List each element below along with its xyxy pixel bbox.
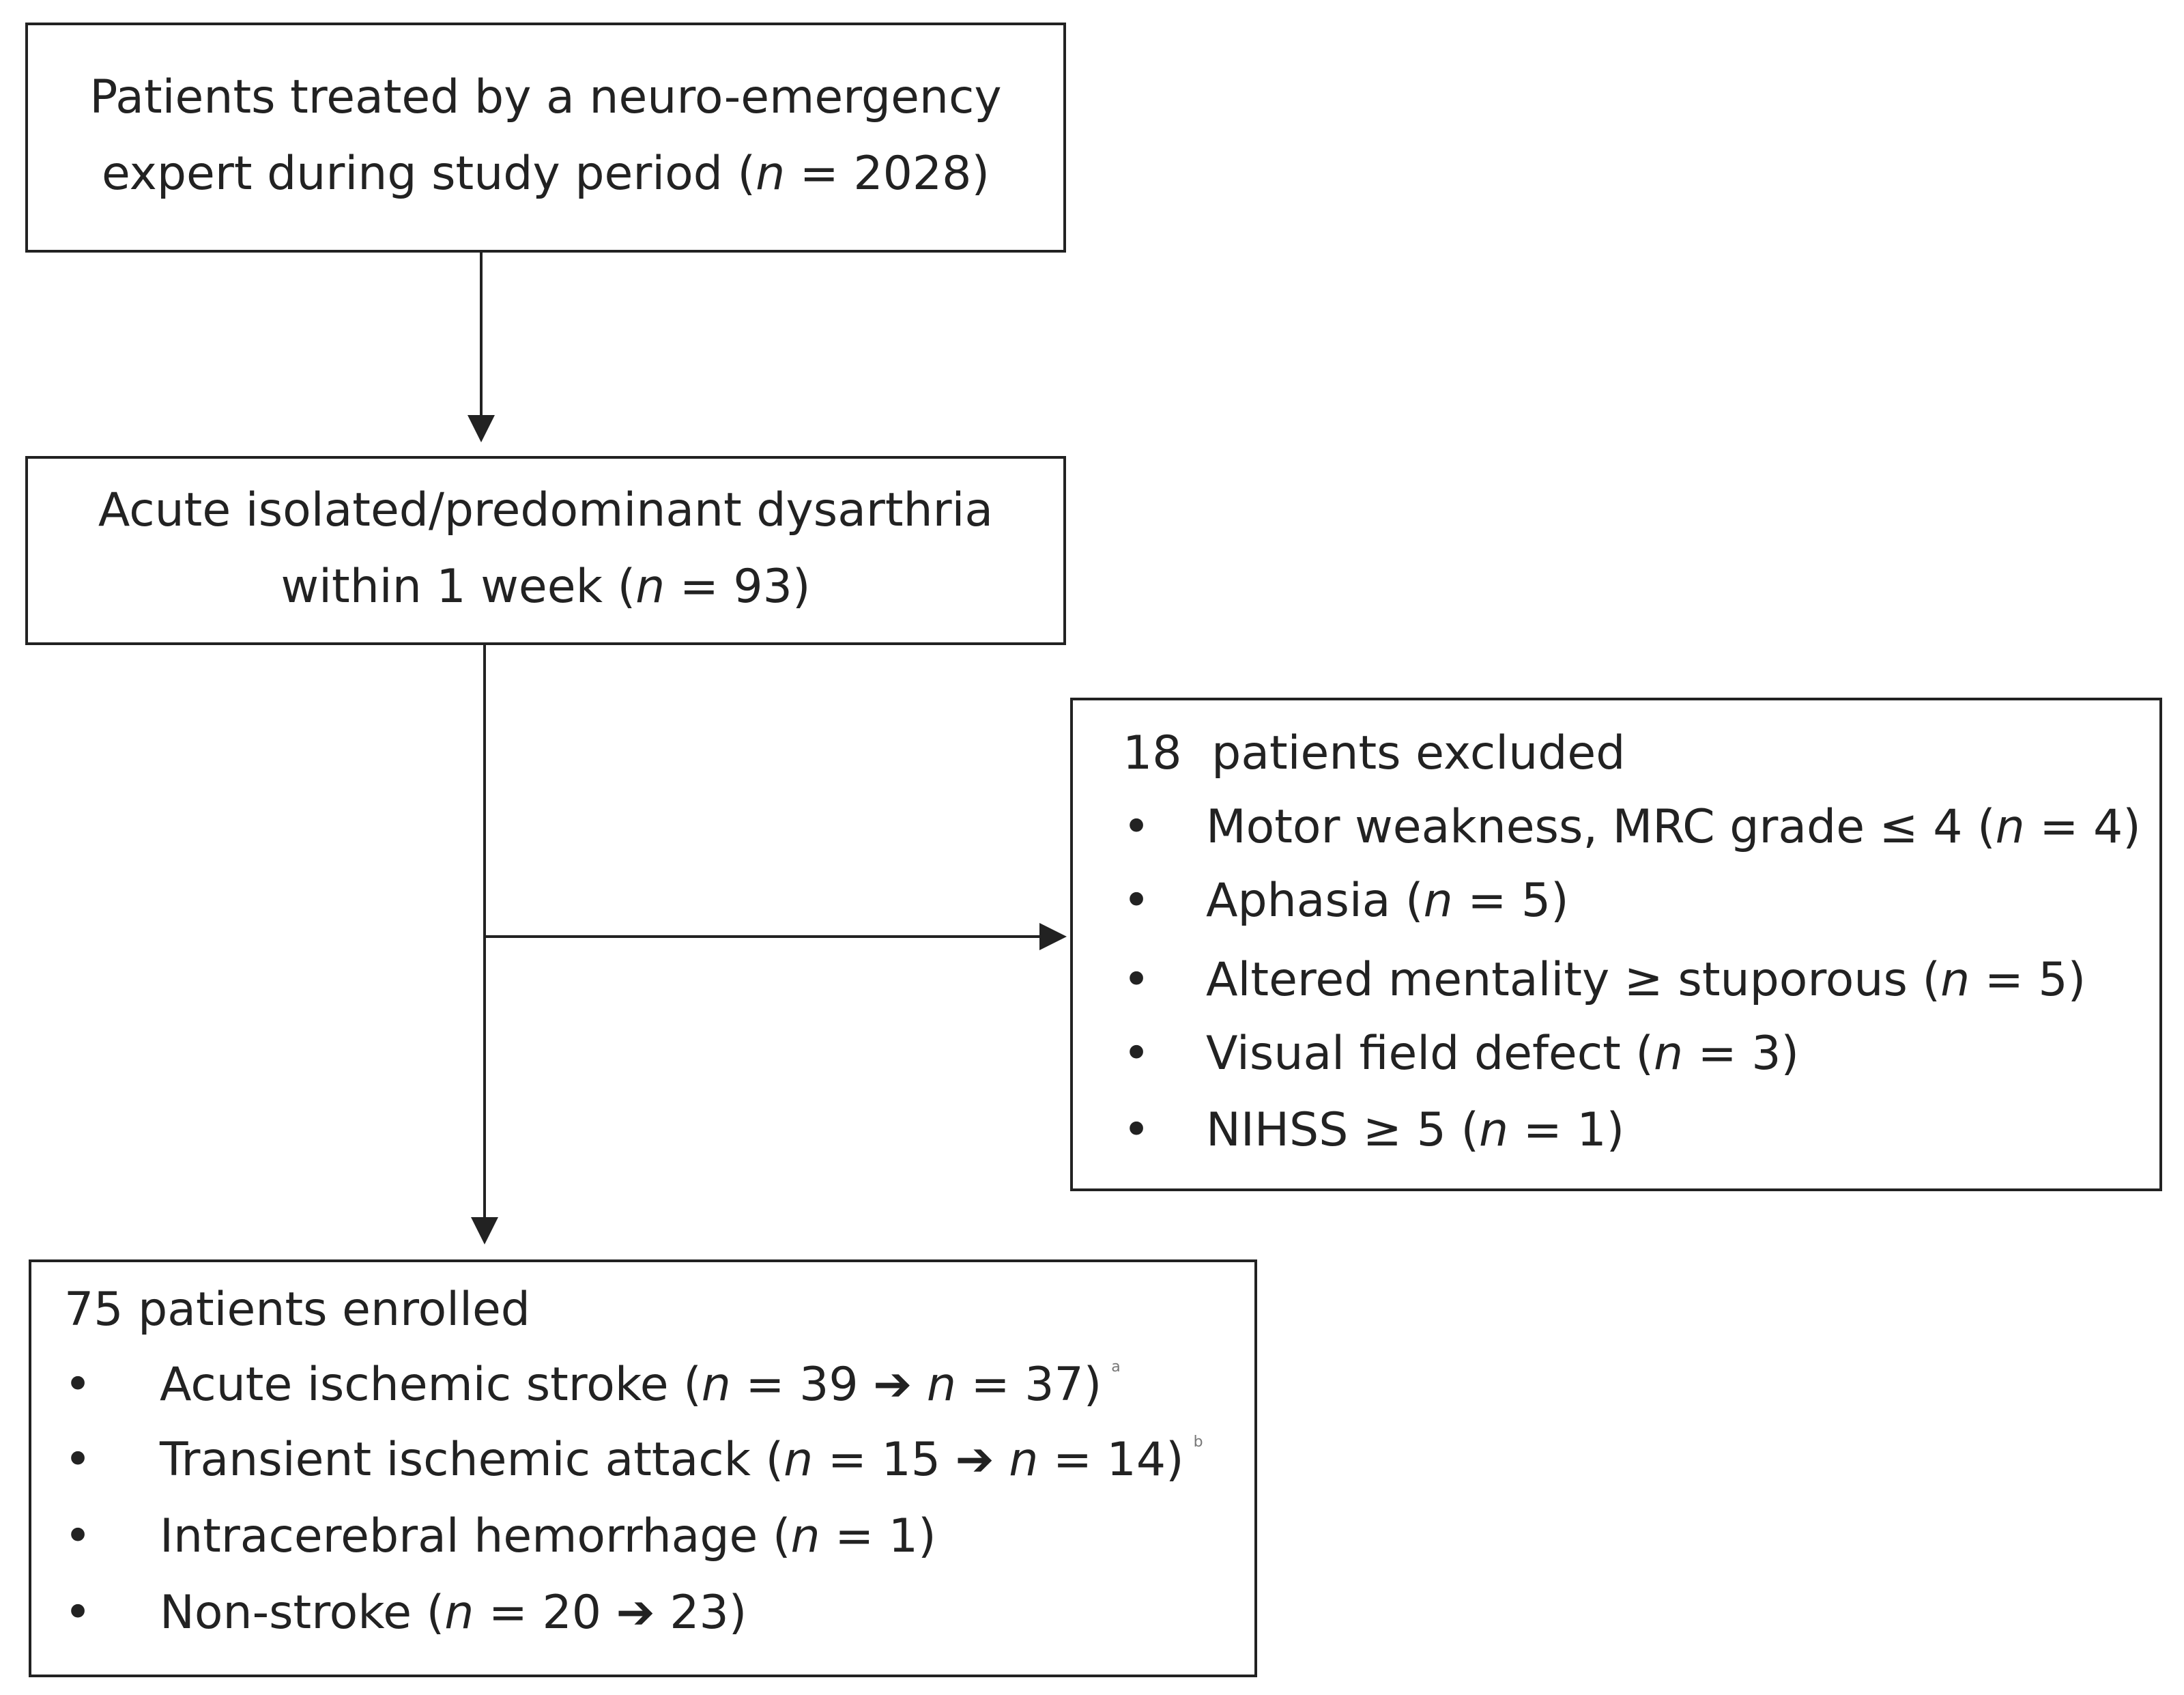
- bullet-icon: •: [64, 1586, 92, 1640]
- bullet-icon: •: [64, 1358, 92, 1412]
- bullet-icon: •: [1123, 953, 1151, 1007]
- excluded-header: 18 patients excluded: [1123, 726, 1625, 780]
- dysarthria-line-1: Acute isolated/predominant dysarthria: [98, 483, 994, 537]
- dysarthria-line-2: within 1 week (n = 93): [281, 560, 811, 614]
- dysarthria-box: Acute isolated/predominant dysarthria wi…: [25, 456, 1066, 645]
- start-line-2: expert during study period (n = 2028): [102, 147, 990, 201]
- bullet-icon: •: [1123, 1027, 1151, 1081]
- enrolled-box: 75 patients enrolled • Acute ischemic st…: [29, 1259, 1257, 1677]
- arrow-right-icon: ➔: [955, 1433, 994, 1487]
- bullet-icon: •: [64, 1433, 92, 1487]
- bullet-icon: •: [1123, 800, 1151, 854]
- footnote-marker: a: [1111, 1358, 1121, 1376]
- excluded-box: 18 patients excluded • Motor weakness, M…: [1070, 698, 2162, 1191]
- excluded-count: 18: [1123, 726, 1182, 780]
- arrow-right-icon: ➔: [873, 1358, 913, 1412]
- bullet-icon: •: [1123, 1103, 1151, 1157]
- footnote-marker: b: [1193, 1434, 1203, 1451]
- start-population-box: Patients treated by a neuro-emergency ex…: [25, 23, 1066, 253]
- start-line-1: Patients treated by a neuro-emergency: [89, 70, 1002, 124]
- enrolled-title: 75 patients enrolled: [64, 1283, 530, 1337]
- bullet-icon: •: [1123, 874, 1151, 928]
- excluded-title: patients excluded: [1211, 726, 1626, 780]
- arrow-right-icon: ➔: [616, 1586, 655, 1640]
- bullet-icon: •: [64, 1509, 92, 1563]
